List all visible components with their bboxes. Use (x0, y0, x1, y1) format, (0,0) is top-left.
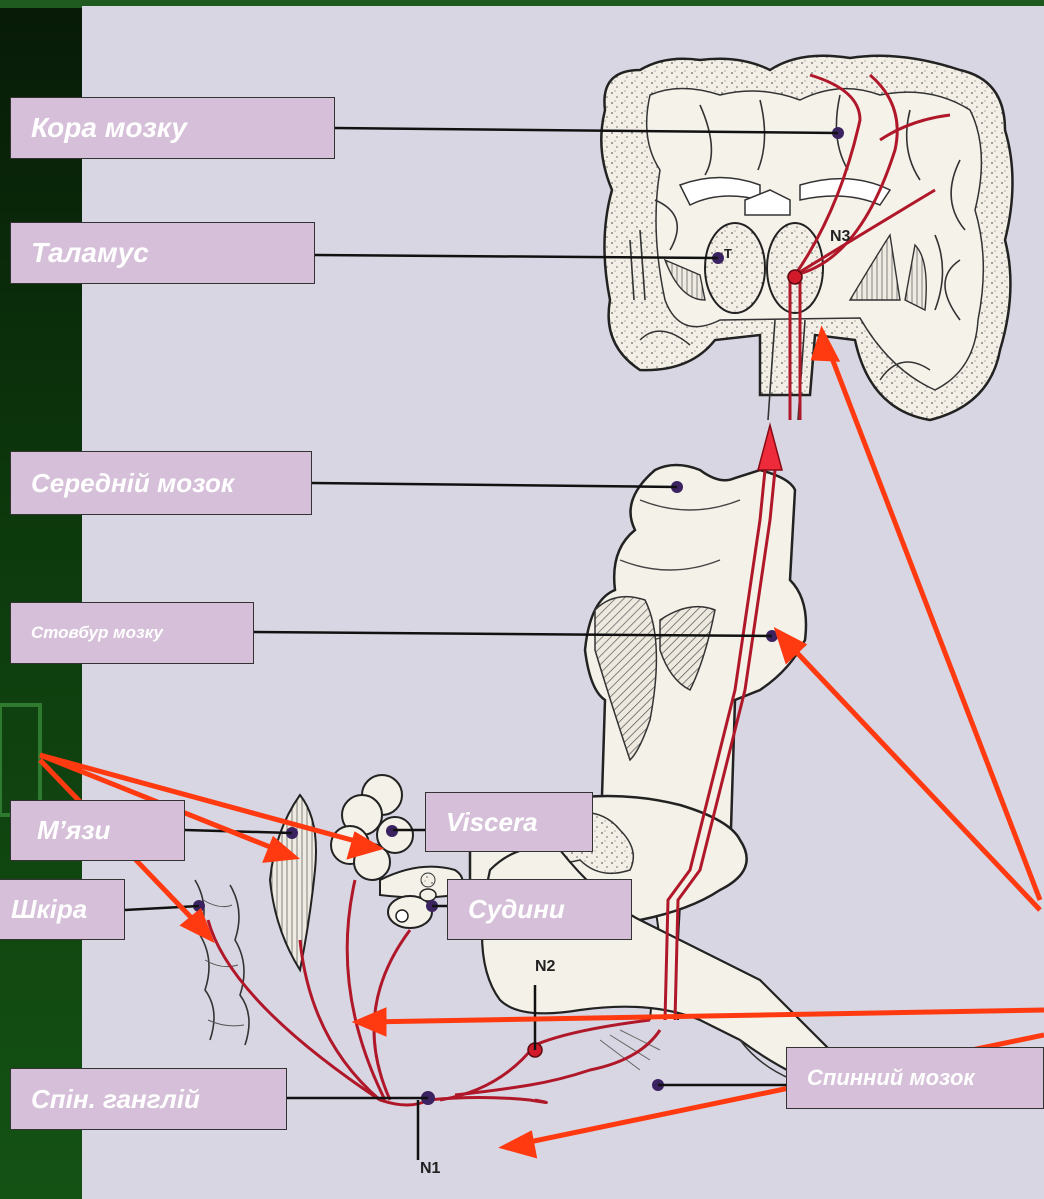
thalamus-letter: T (724, 246, 732, 261)
n1-marker: N1 (420, 1160, 440, 1178)
green-frame-outline (0, 705, 40, 815)
label-vessels: Судини (447, 879, 632, 940)
label-muscles: М’язи (10, 800, 185, 861)
brain-coronal-section (601, 56, 1012, 420)
ascending-arrow (758, 425, 782, 470)
label-viscera: Viscera (425, 792, 593, 852)
label-midbrain: Середній мозок (10, 451, 312, 515)
n3-marker: N3 (830, 228, 850, 246)
label-skin: Шкіра (0, 879, 125, 940)
label-thalamus: Таламус (10, 222, 315, 284)
label-cortex: Кора мозку (10, 97, 335, 159)
dorsal-root-fibre (440, 1020, 650, 1100)
label-brainstem: Стовбур мозку (10, 602, 254, 664)
n2-marker: N2 (535, 958, 555, 976)
label-spinal-cord: Спинний мозок (786, 1047, 1044, 1109)
label-spinal-ganglion: Спін. ганглій (10, 1068, 287, 1130)
